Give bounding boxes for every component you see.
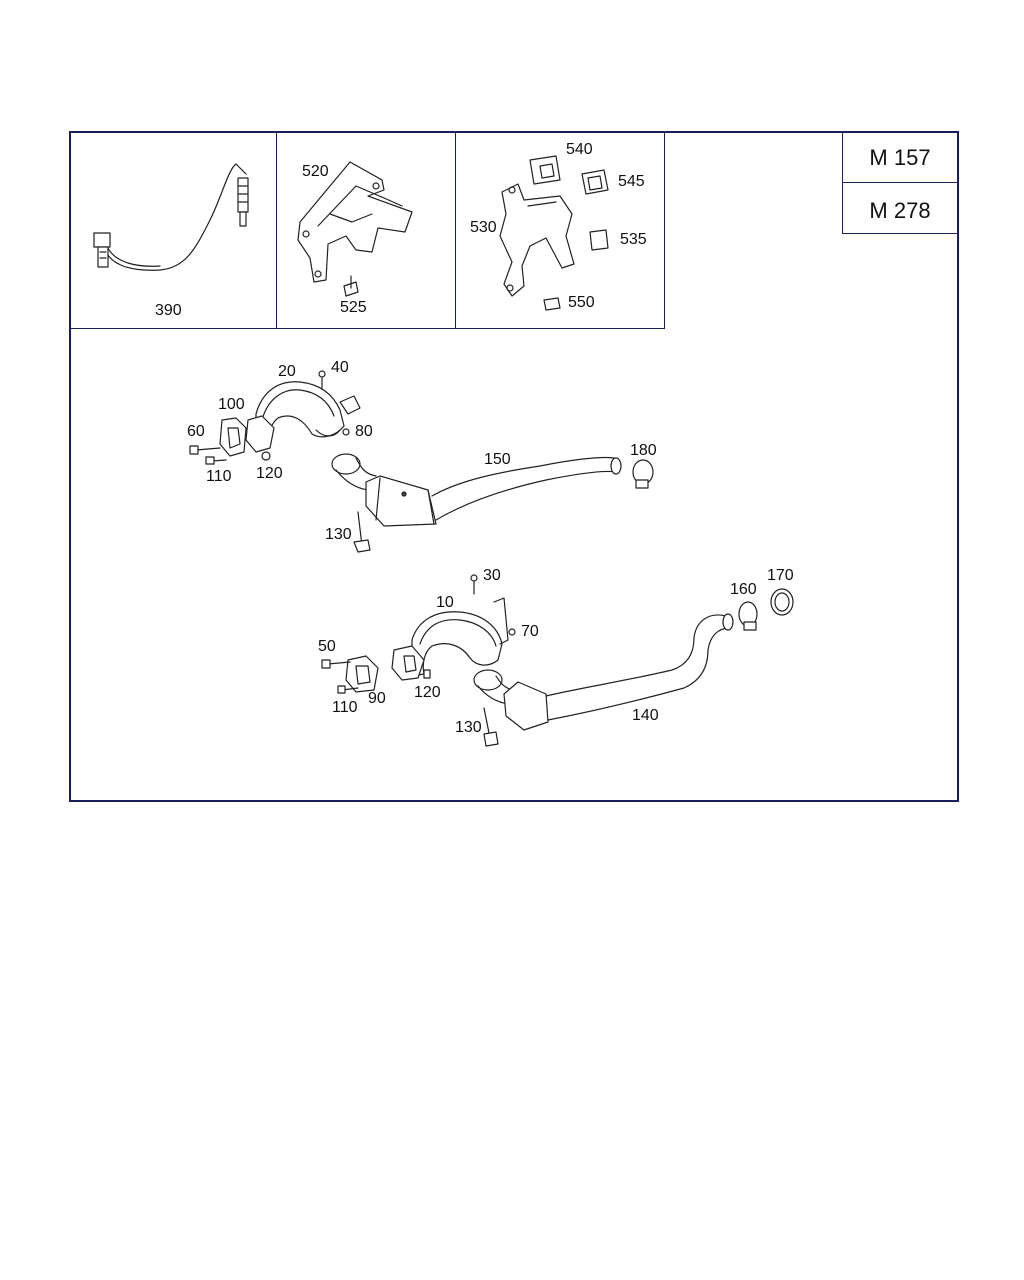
callout-535: 535 — [620, 231, 647, 248]
callout-545: 545 — [618, 173, 645, 190]
oxygen-sensor-390 — [93, 163, 249, 271]
callout-130-lower: 130 — [455, 719, 482, 736]
callout-120-upper: 120 — [256, 465, 283, 482]
callout-120-lower: 120 — [414, 684, 441, 701]
callout-170: 170 — [767, 567, 794, 584]
callout-150: 150 — [484, 451, 511, 468]
catalytic-converter-150 — [331, 453, 622, 527]
bracket-520 — [297, 161, 413, 297]
callout-10: 10 — [436, 594, 454, 611]
callout-530: 530 — [470, 219, 497, 236]
clamp-180 — [632, 459, 654, 489]
callout-110-lower: 110 — [332, 699, 358, 716]
bracket-530 — [499, 155, 609, 311]
gasket-100 — [219, 417, 247, 457]
callout-100: 100 — [218, 396, 245, 413]
cell-oxygen-sensor — [71, 133, 277, 329]
engine-code-m278: M 278 — [869, 198, 931, 223]
callout-390: 390 — [155, 302, 182, 319]
engine-code-m157: M 157 — [869, 145, 931, 170]
callout-540: 540 — [566, 141, 593, 158]
callout-180: 180 — [630, 442, 657, 459]
cell-bracket-530 — [456, 133, 665, 329]
callout-520: 520 — [302, 163, 329, 180]
callout-20: 20 — [278, 363, 296, 380]
callout-40: 40 — [331, 359, 349, 376]
callout-110-upper: 110 — [206, 468, 232, 485]
engine-codes-box: M 157 M 278 — [842, 133, 957, 234]
callout-525: 525 — [340, 299, 367, 316]
exhaust-manifold-10 — [391, 574, 516, 681]
bolt-130-lower — [483, 707, 499, 747]
bolt-130-upper — [353, 511, 371, 553]
diagram-frame — [69, 131, 959, 802]
callout-140: 140 — [632, 707, 659, 724]
exhaust-manifold-20 — [245, 370, 361, 453]
callout-50: 50 — [318, 638, 336, 655]
bolts-50-110-120 — [321, 659, 431, 694]
gasket-90 — [345, 655, 379, 693]
cell-bracket-520 — [277, 133, 456, 329]
callout-160: 160 — [730, 581, 757, 598]
callout-30: 30 — [483, 567, 501, 584]
callout-60: 60 — [187, 423, 205, 440]
catalytic-converter-140 — [473, 613, 734, 731]
callout-90: 90 — [368, 690, 386, 707]
bolts-60-110-120 — [189, 445, 271, 465]
callout-70: 70 — [521, 623, 539, 640]
clamps-160-170 — [738, 588, 794, 631]
callout-80: 80 — [355, 423, 373, 440]
callout-550: 550 — [568, 294, 595, 311]
callout-130-upper: 130 — [325, 526, 352, 543]
